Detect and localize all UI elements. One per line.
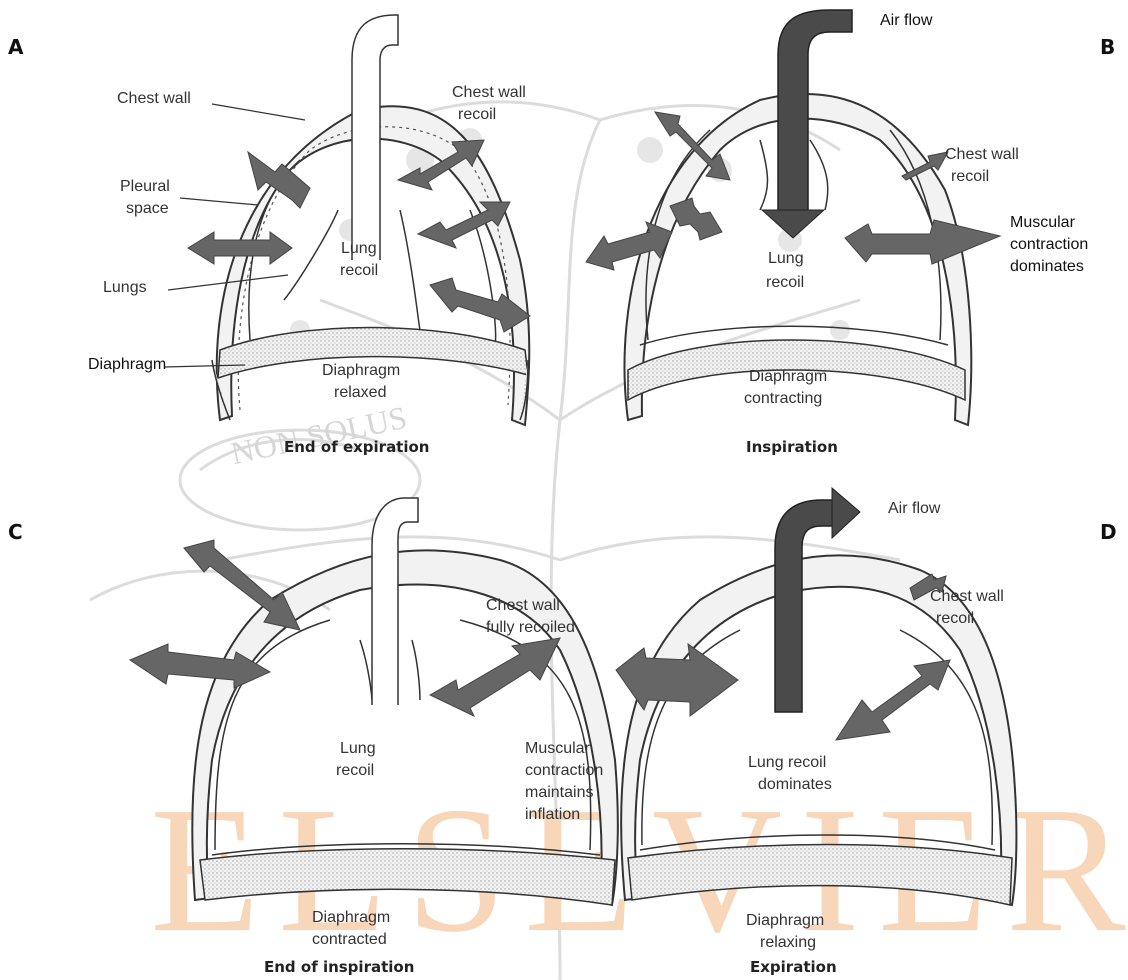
label-a-diaphragm-state-2: relaxed (334, 382, 386, 404)
label-c-chest-wall-2: fully recoiled (486, 617, 575, 639)
panel-c-trachea (372, 498, 418, 705)
panel-letter-c: C (8, 520, 23, 544)
panel-letter-b: B (1100, 35, 1115, 59)
label-c-muscular-3: maintains (525, 782, 593, 804)
label-c-muscular-2: contraction (525, 760, 603, 782)
caption-c: End of inspiration (264, 958, 414, 976)
label-b-muscular-3: dominates (1010, 256, 1084, 278)
label-c-chest-wall-1: Chest wall (486, 595, 560, 617)
caption-b: Inspiration (746, 438, 838, 456)
label-b-chest-wall-recoil-1: Chest wall (945, 144, 1019, 166)
label-c-lung-2: recoil (336, 760, 374, 782)
label-b-diaphragm-state-1: Diaphragm (749, 366, 827, 388)
label-a-lungs: Lungs (103, 277, 147, 299)
label-c-lung-1: Lung (340, 738, 376, 760)
label-a-pleural-2: space (126, 198, 169, 220)
label-c-diaphragm-state-1: Diaphragm (312, 907, 390, 929)
label-d-diaphragm-state-2: relaxing (760, 932, 816, 954)
caption-a: End of expiration (284, 438, 429, 456)
label-a-diaphragm-state-1: Diaphragm (322, 360, 400, 382)
label-a-lung-1: Lung (341, 238, 377, 260)
label-c-diaphragm-state-2: contracted (312, 929, 387, 951)
panel-d-airflow-tube (775, 488, 860, 712)
label-d-lung-1: Lung recoil (748, 752, 826, 774)
label-b-muscular-2: contraction (1010, 234, 1088, 256)
label-d-chest-wall-recoil-2: recoil (936, 608, 974, 630)
label-a-pleural-1: Pleural (120, 176, 170, 198)
label-b-muscular-1: Muscular (1010, 212, 1075, 234)
label-b-lung-1: Lung (768, 248, 804, 270)
label-b-diaphragm-state-2: contracting (744, 388, 822, 410)
label-c-muscular-1: Muscular (525, 738, 590, 760)
label-a-diaphragm: Diaphragm (88, 354, 166, 376)
label-a-chest-wall-recoil-1: Chest wall (452, 82, 526, 104)
label-b-chest-wall-recoil-2: recoil (951, 166, 989, 188)
caption-d: Expiration (750, 958, 837, 976)
label-a-lung-2: recoil (340, 260, 378, 282)
label-d-air-flow: Air flow (888, 498, 940, 520)
label-a-chest-wall-recoil-2: recoil (458, 104, 496, 126)
label-d-diaphragm-state-1: Diaphragm (746, 910, 824, 932)
label-d-lung-2: dominates (758, 774, 832, 796)
panel-letter-d: D (1100, 520, 1117, 544)
panel-letter-a: A (8, 35, 23, 59)
label-a-chest-wall: Chest wall (117, 88, 191, 110)
label-d-chest-wall-recoil-1: Chest wall (930, 586, 1004, 608)
label-b-lung-2: recoil (766, 272, 804, 294)
panel-b-airflow-tube (762, 10, 852, 238)
label-b-air-flow: Air flow (880, 10, 932, 32)
label-c-muscular-4: inflation (525, 804, 580, 826)
